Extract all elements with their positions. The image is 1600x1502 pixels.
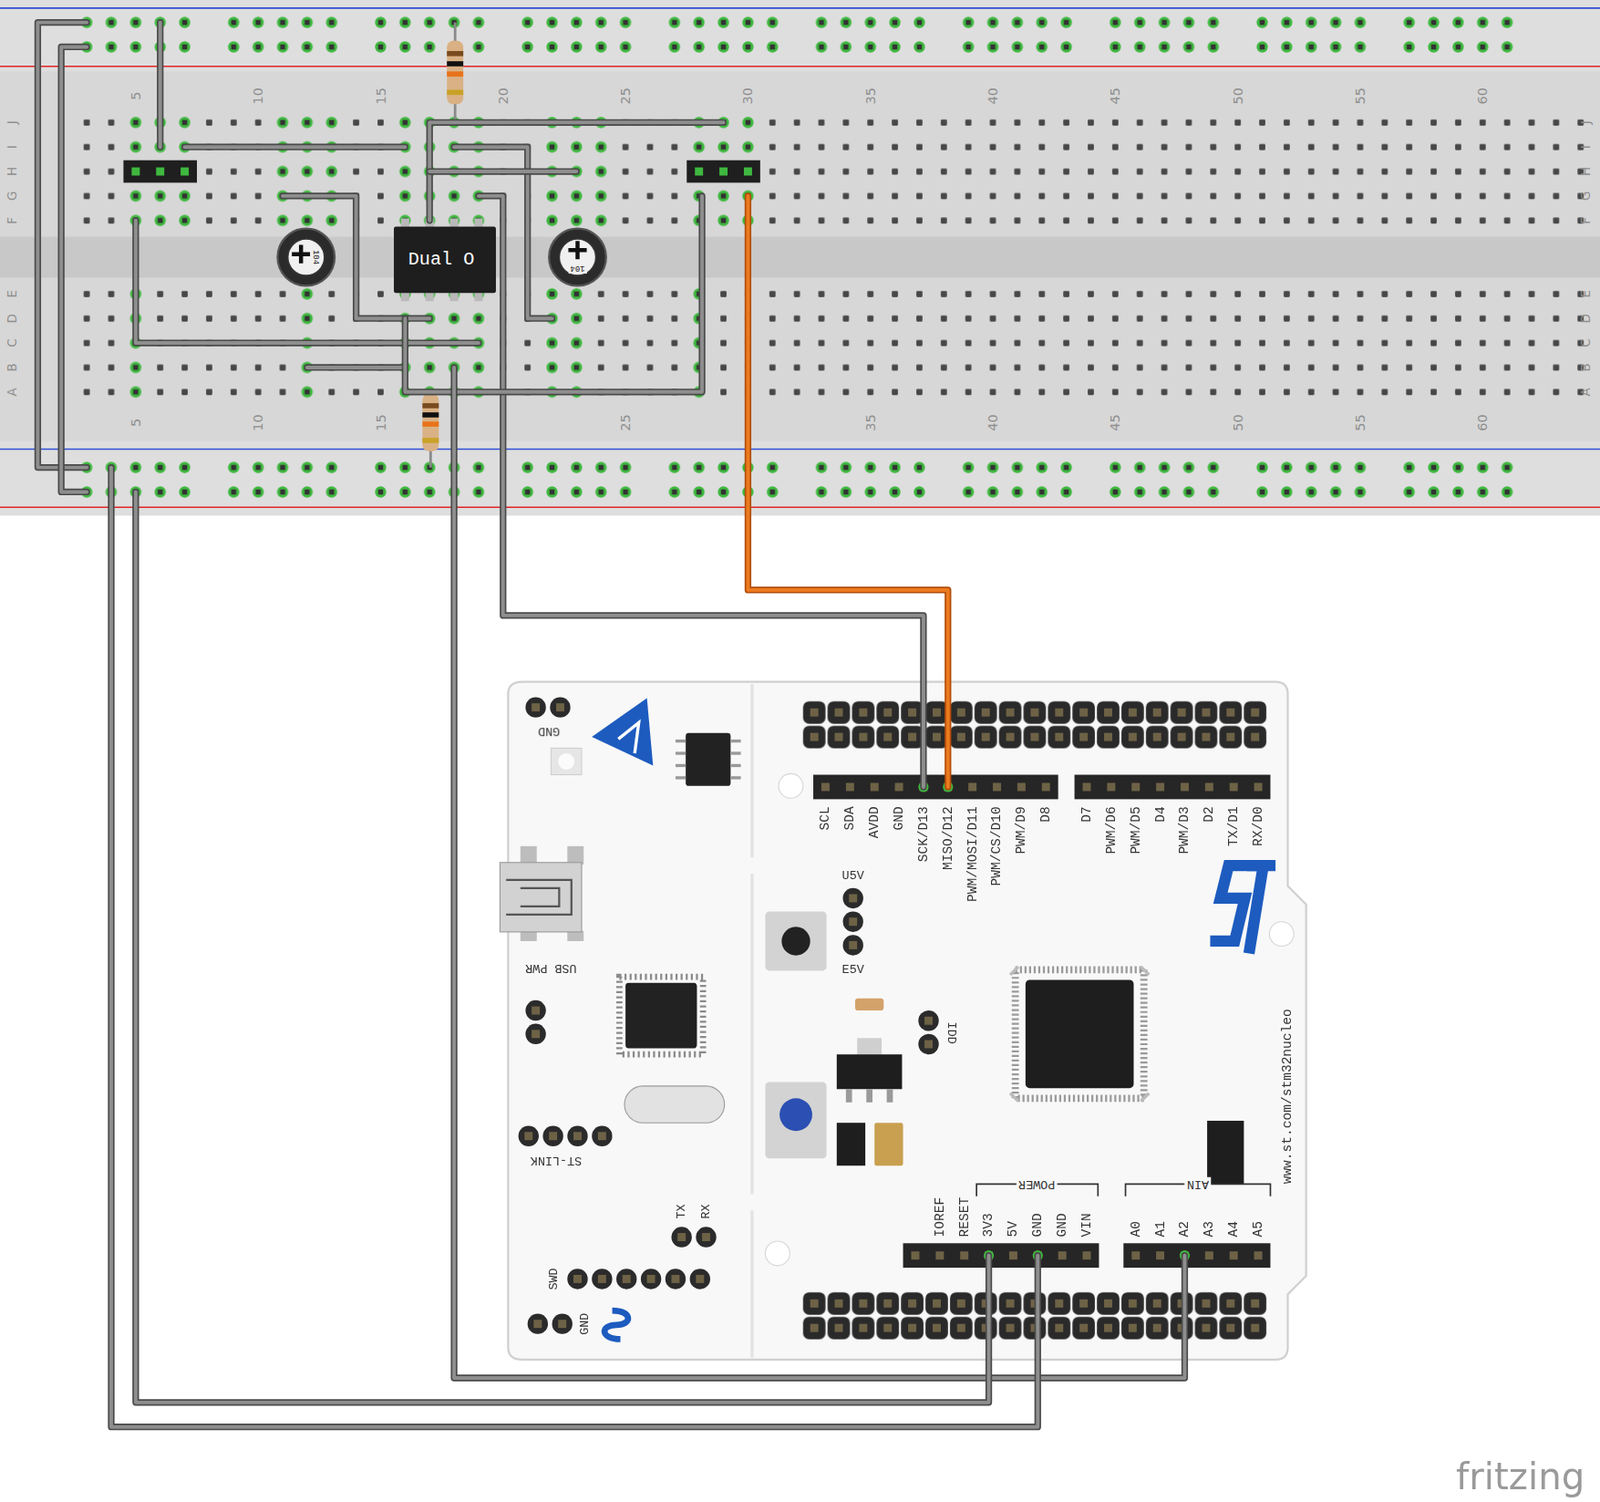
pin-label: PWM/MOSI/D11 (965, 805, 980, 902)
row-letter: C (6, 338, 19, 347)
pin-label: RX/D0 (1251, 805, 1266, 847)
pin-label: A4 (1227, 1220, 1241, 1237)
breadboard-number: 15 (373, 87, 388, 105)
pin-label: SCL (818, 805, 833, 830)
breadboard-number: 55 (1353, 413, 1368, 432)
breadboard-number: 30 (741, 87, 755, 105)
row-letter: E (1579, 289, 1592, 298)
row-letter: G (6, 191, 19, 201)
pin-label: PWM/D9 (1014, 805, 1029, 854)
pin-label: A2 (1177, 1220, 1192, 1237)
header-group-label: POWER (1016, 1176, 1058, 1192)
row-letter: J (1579, 120, 1592, 124)
breadboard-number: 5 (129, 92, 144, 101)
pin-label: PWM/D6 (1104, 805, 1119, 854)
pin-label: MISO/D12 (941, 805, 956, 870)
pin-label: 3V3 (981, 1212, 996, 1237)
breadboard-number: 35 (863, 413, 878, 432)
pin-label: A5 (1251, 1220, 1266, 1237)
breadboard-number: 55 (1353, 87, 1368, 105)
breadboard-number: 60 (1476, 413, 1490, 432)
pot-value: 104 (567, 263, 588, 274)
pin-label: PWM/CS/D10 (990, 805, 1004, 886)
board-label: IDD (944, 1021, 957, 1044)
breadboard-number: 10 (251, 87, 266, 105)
row-letter: G (1579, 191, 1592, 201)
breadboard-number: 5 (129, 418, 144, 427)
pin-label: GND (1055, 1212, 1070, 1237)
board-label: ST-LINK (530, 1154, 582, 1167)
pin-label: TX (675, 1203, 688, 1219)
breadboard-number: 35 (863, 87, 878, 105)
pin-label: A0 (1128, 1220, 1143, 1237)
pin-label: RX (700, 1203, 713, 1219)
board-label: U5V (842, 869, 865, 882)
row-letter: I (6, 144, 19, 149)
breadboard-number: 40 (986, 87, 1001, 105)
pin-label: A3 (1202, 1220, 1217, 1237)
chip-label: Dual O (408, 249, 491, 270)
board-label: USB PWR (525, 960, 577, 973)
pin-label: D2 (1202, 805, 1217, 822)
breadboard-number: 45 (1108, 87, 1123, 105)
row-letter: D (1579, 313, 1592, 323)
breadboard-number: 45 (1108, 413, 1123, 432)
pin-label: D7 (1080, 805, 1095, 822)
board-url: www.st.com/stm32nucleo (1280, 1008, 1295, 1184)
row-letter: B (6, 362, 19, 372)
row-letter: J (6, 120, 19, 124)
row-letter: A (6, 387, 19, 396)
pin-label: A1 (1153, 1220, 1167, 1237)
row-letter: F (6, 216, 19, 225)
board-label: GND (578, 1312, 591, 1335)
op-amp-chip: Dual O (393, 226, 496, 293)
breadboard-number: 25 (619, 87, 633, 105)
breadboard-number: 10 (251, 413, 266, 432)
pin-label: TX/D1 (1227, 805, 1241, 847)
pin-label: RESET (957, 1197, 971, 1238)
row-letter: B (1579, 362, 1592, 372)
pin-label: 5V (1006, 1220, 1021, 1237)
header-group-label: AIN (1185, 1176, 1212, 1192)
row-letter: D (6, 313, 19, 323)
breadboard-number: 15 (373, 413, 388, 432)
row-letter: H (6, 166, 19, 176)
pin-label: VIN (1080, 1212, 1095, 1237)
pin-label: D4 (1153, 805, 1167, 822)
breadboard-number: 40 (986, 413, 1001, 432)
pin-label: SDA (843, 805, 857, 830)
row-letter: C (1579, 338, 1592, 347)
breadboard-number: 50 (1230, 413, 1245, 432)
pin-label: GND (892, 805, 907, 830)
pin-label: SCK/D13 (917, 805, 931, 862)
row-letter: F (1579, 216, 1592, 225)
pin-label: PWM/D3 (1177, 805, 1192, 854)
pin-label: IOREF (933, 1197, 948, 1238)
board-label: SWD (547, 1267, 560, 1290)
row-letter: E (6, 289, 19, 298)
breadboard-number: 50 (1230, 87, 1245, 105)
pin-label: D8 (1039, 805, 1053, 822)
breadboard-number: 60 (1476, 87, 1490, 105)
row-letter: H (1579, 166, 1592, 176)
breadboard-number: 25 (619, 413, 633, 432)
row-letter: I (1579, 144, 1592, 149)
breadboard-number: 20 (496, 87, 511, 105)
pot-value: 104 (309, 247, 320, 268)
wire (37, 22, 1185, 1427)
pin-label: AVDD (867, 805, 882, 838)
board-label: GND (537, 724, 560, 737)
board-label: E5V (842, 963, 865, 976)
row-letter: A (1579, 387, 1592, 396)
pin-label: GND (1031, 1212, 1045, 1237)
watermark: fritzing (1455, 1457, 1585, 1495)
pin-label: PWM/D5 (1128, 805, 1143, 854)
